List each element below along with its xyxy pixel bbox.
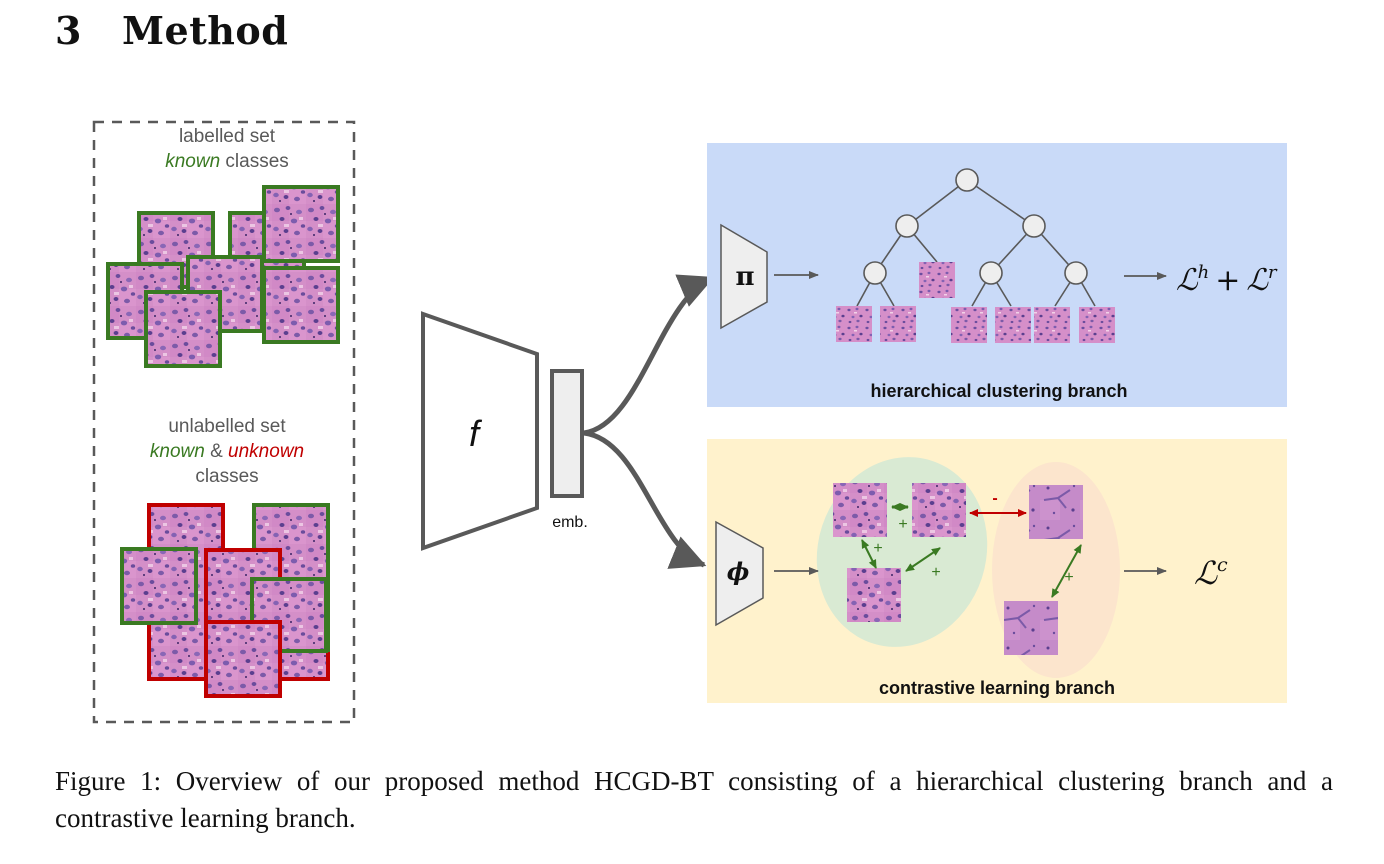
unlabelled-set-subtitle: known & unknown bbox=[150, 441, 304, 462]
labelled-patch bbox=[144, 290, 222, 368]
positive-patch bbox=[847, 568, 901, 622]
negative-patch bbox=[1029, 485, 1083, 539]
leaf-patch bbox=[1079, 307, 1115, 343]
leaf-patch bbox=[995, 307, 1031, 343]
known-patch bbox=[250, 577, 328, 653]
section-heading: 3 Method bbox=[55, 8, 288, 53]
data-sets-panel: labelled set known classes unlabelled se… bbox=[92, 120, 356, 724]
figure-caption: Figure 1: Overview of our proposed metho… bbox=[55, 766, 1333, 833]
known-label: known bbox=[165, 151, 220, 172]
positive-pair-arrow bbox=[1051, 544, 1082, 598]
amp-label: & bbox=[205, 441, 228, 462]
arrow-to-hierarchical-branch bbox=[583, 274, 715, 436]
labelled-patch bbox=[262, 185, 340, 263]
negative-pair-patch bbox=[1004, 601, 1058, 655]
dashed-border bbox=[92, 120, 356, 724]
labelled-set-title: labelled set bbox=[179, 126, 276, 147]
phi-head bbox=[715, 520, 764, 627]
classes-label: classes bbox=[220, 151, 289, 172]
hierarchical-loss: ℒh+ℒr bbox=[1176, 262, 1278, 298]
section-number: 3 bbox=[55, 8, 82, 53]
leaf-patch bbox=[880, 306, 916, 342]
contrastive-loss: ℒc bbox=[1194, 554, 1228, 592]
unlabelled-patches bbox=[120, 503, 330, 698]
tree-node bbox=[863, 261, 887, 285]
anchor-patch bbox=[833, 483, 887, 537]
pi-head-label: π bbox=[735, 262, 754, 292]
positive-pair-arrow bbox=[861, 539, 877, 569]
plus-sign: + bbox=[873, 540, 882, 557]
tree-node-root bbox=[955, 168, 979, 192]
embedding-block bbox=[550, 369, 584, 498]
known-patch bbox=[120, 547, 198, 625]
plus-sign: + bbox=[1064, 569, 1073, 586]
tree-node bbox=[979, 261, 1003, 285]
embedding-label: emb. bbox=[552, 514, 588, 531]
encoder-trapezoid bbox=[421, 311, 539, 551]
tree-nodes bbox=[863, 168, 1088, 285]
contrastive-branch-title: contrastive learning branch bbox=[879, 678, 1115, 698]
tree-node bbox=[1064, 261, 1088, 285]
tree-leaf-patches bbox=[836, 262, 1115, 343]
labelled-patch bbox=[262, 266, 340, 344]
embedding: emb. bbox=[550, 369, 588, 531]
encoder-f: f bbox=[421, 311, 539, 551]
tree-node bbox=[1022, 214, 1046, 238]
positive-pair-arrow bbox=[905, 547, 941, 572]
labelled-patches bbox=[106, 185, 340, 368]
unknown-patch bbox=[204, 620, 282, 698]
section-title: Method bbox=[121, 8, 289, 53]
leaf-patch bbox=[951, 307, 987, 343]
leaf-patch bbox=[919, 262, 955, 298]
minus-sign: - bbox=[992, 490, 997, 507]
contrastive-learning-branch: ϕ + + + + - ℒc contrastive learning bran… bbox=[707, 439, 1287, 703]
positive-signs: + + + + bbox=[873, 516, 1073, 586]
unlabelled-set-title: unlabelled set bbox=[168, 416, 286, 437]
pi-head bbox=[720, 223, 768, 330]
plus-sign: + bbox=[898, 516, 907, 533]
plus-sign: + bbox=[931, 564, 940, 581]
arrow-to-contrastive-branch bbox=[583, 430, 707, 569]
unknown-label: unknown bbox=[228, 441, 304, 462]
labelled-set-subtitle: known classes bbox=[165, 151, 289, 172]
unlabelled-classes-label: classes bbox=[195, 466, 258, 487]
tree-node bbox=[895, 214, 919, 238]
hierarchical-clustering-branch: π bbox=[707, 143, 1287, 407]
augmented-patch bbox=[912, 483, 966, 537]
leaf-patch bbox=[1034, 307, 1070, 343]
method-overview-figure: labelled set known classes unlabelled se… bbox=[92, 120, 1287, 724]
phi-head-label: ϕ bbox=[727, 557, 750, 586]
leaf-patch bbox=[836, 306, 872, 342]
hierarchical-branch-title: hierarchical clustering branch bbox=[870, 381, 1127, 401]
known-label: known bbox=[150, 441, 205, 462]
